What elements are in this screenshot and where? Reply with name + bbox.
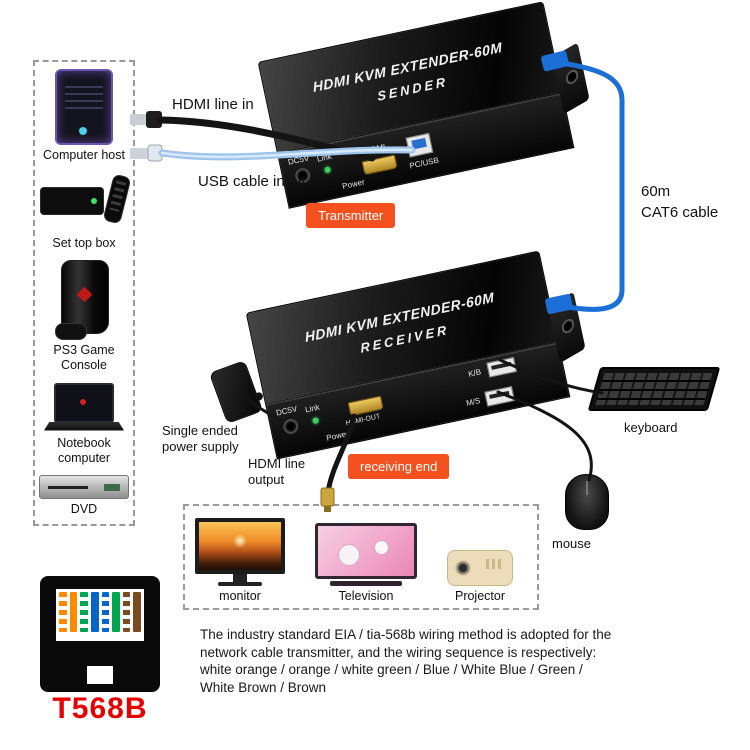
t568b-pin-brown — [133, 592, 141, 632]
rj45-latch — [87, 666, 113, 684]
keyboard-icon — [587, 367, 721, 411]
television-icon — [315, 523, 417, 586]
output-label-television: Television — [338, 589, 394, 603]
output-item-monitor: monitor — [195, 511, 285, 603]
usb-plug — [147, 144, 163, 162]
sender-hdmi-port — [361, 154, 398, 176]
monitor-base — [218, 582, 262, 586]
mouse-label: mouse — [552, 536, 592, 551]
output-devices-box: monitor Television Projector — [183, 504, 539, 610]
receiver-kb-label: K/B — [467, 367, 482, 379]
hdmi-line-in-label: HDMI line in — [172, 96, 254, 113]
receiver-kb-port — [486, 357, 517, 378]
usb-cable-input-label: USB cable input — [198, 173, 306, 190]
t568b-label: T568B — [52, 692, 148, 725]
wiring-description-line1: The industry standard EIA / tia-568b wir… — [200, 627, 612, 642]
rj45-window — [56, 589, 144, 641]
output-item-television: Television — [315, 511, 417, 603]
wiring-description-line3: white orange / orange / white green / Bl… — [200, 662, 583, 677]
ps3-body — [60, 260, 109, 334]
notebook-base — [44, 421, 124, 431]
t568b-pin-white-brown — [122, 592, 131, 632]
t568b-pin-green — [112, 592, 120, 632]
t568b-pin-white-orange — [59, 592, 67, 632]
source-item-computer-host: Computer host — [43, 69, 125, 163]
receiver-dc5v-label: DC5V — [275, 404, 299, 418]
sender-link-led — [323, 166, 332, 174]
wiring-description: The industry standard EIA / tia-568b wir… — [200, 626, 748, 696]
sender-usb-port — [405, 132, 434, 158]
sender-dc5v-label: DC5V — [287, 153, 310, 167]
monitor-icon — [195, 518, 285, 586]
keyboard-keys — [595, 373, 713, 405]
notebook-icon — [44, 382, 124, 433]
hdmi-line-output-label: HDMI line output — [248, 456, 306, 487]
receiver-link-led — [312, 417, 320, 425]
wiring-description-line2: network cable transmitter, and the wirin… — [200, 644, 597, 660]
output-item-projector: Projector — [447, 511, 513, 603]
wiring-description-line4: White Brown / Brown — [200, 679, 327, 695]
cat6-cable-label: 60m CAT6 cable — [641, 183, 719, 221]
notebook-screen — [54, 382, 114, 423]
t568b-pin-white-blue — [101, 592, 110, 632]
output-label-monitor: monitor — [219, 589, 261, 603]
t568b-pin-white-green — [80, 592, 88, 632]
receiver-ms-port — [484, 386, 515, 407]
set-top-box-icon — [40, 173, 132, 233]
t568b-pin-row — [59, 592, 141, 632]
sender-hdmi-label: HDMI — [364, 142, 387, 156]
dvd-player-icon — [39, 475, 129, 499]
remote-control-icon — [102, 173, 132, 224]
source-item-set-top-box: Set top box — [40, 173, 132, 251]
keyboard-label: keyboard — [624, 420, 678, 435]
monitor-screen — [195, 518, 285, 574]
receiver-link-label: Link — [304, 402, 321, 415]
computer-host-icon — [54, 69, 113, 145]
sender-pcusb-label: PC/USB — [408, 155, 440, 171]
receiver-dc-jack — [281, 417, 300, 436]
monitor-stand — [233, 574, 247, 582]
power-adapter-icon — [208, 360, 264, 424]
output-label-projector: Projector — [454, 589, 506, 603]
receiver-power-label: Power — [325, 429, 350, 443]
source-item-notebook: Notebook computer — [44, 382, 124, 466]
hdmi-in-plug — [146, 111, 162, 128]
source-item-dvd: DVD — [39, 475, 129, 517]
receiver-device: HDMI KVM EXTENDER-60M RECEIVER DC5V Link… — [245, 250, 586, 460]
source-label-dvd: DVD — [70, 502, 98, 516]
receiving-end-badge: receiving end — [348, 454, 450, 479]
rj45-connector — [40, 576, 160, 692]
t568b-pin-orange — [69, 592, 78, 632]
source-label-ps3: PS3 Game Console — [53, 343, 115, 372]
source-label-set-top-box: Set top box — [52, 235, 116, 250]
transmitter-badge: Transmitter — [306, 203, 396, 228]
television-screen — [315, 523, 417, 579]
mouse-icon — [565, 474, 609, 530]
television-base — [330, 581, 402, 586]
source-devices-box: Computer host Set top box PS3 Game Conso… — [33, 60, 135, 526]
source-label-computer-host: Computer host — [43, 148, 125, 162]
receiver-ms-label: M/S — [465, 396, 482, 408]
gamepad-icon — [54, 323, 87, 340]
source-label-notebook: Notebook computer — [57, 435, 111, 465]
sender-power-label: Power — [341, 177, 366, 191]
power-supply-label: Single ended power supply — [162, 423, 239, 454]
t568b-pin-blue — [90, 592, 99, 632]
set-top-box-body — [40, 186, 104, 215]
ps3-console-icon — [54, 260, 113, 340]
sender-link-label: Link — [316, 151, 333, 164]
source-item-ps3: PS3 Game Console — [53, 260, 115, 373]
projector-icon — [447, 550, 513, 586]
